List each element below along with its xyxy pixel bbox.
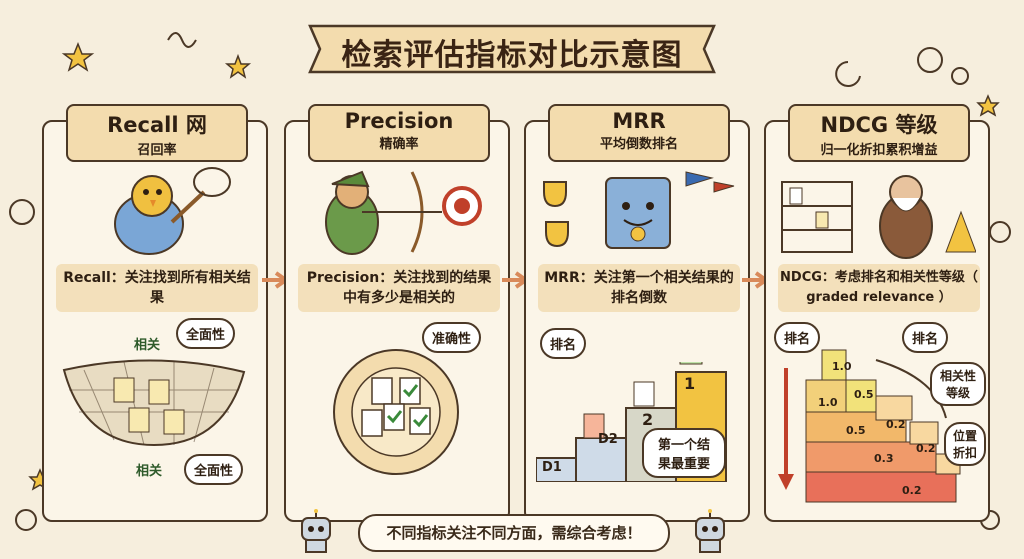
grade-value: 1.0 <box>832 360 852 373</box>
star-icon <box>61 41 95 72</box>
panel-title: Recall 网 <box>107 113 207 137</box>
star-icon <box>224 53 252 79</box>
gear-icon <box>951 67 969 85</box>
trophy-mascot-icon <box>543 171 735 249</box>
panel-description: NDCG：考虑排名和相关性等级（ graded relevance ） <box>778 264 980 312</box>
bird-with-net-icon <box>114 167 231 255</box>
precise-documents-circle-icon <box>333 349 459 475</box>
panel-title: Precision <box>344 109 454 133</box>
panel-title: NDCG 等级 <box>820 113 938 137</box>
panel-title-tag: Recall 网 召回率 <box>66 104 248 162</box>
panel-subtitle: 精确率 <box>379 137 419 152</box>
label-relevant: 相关 <box>136 464 163 479</box>
page-title: 检索评估指标对比示意图 <box>341 38 683 73</box>
panel-subtitle: 召回率 <box>137 143 177 158</box>
panel-title-tag: MRR 平均倒数排名 <box>548 104 730 162</box>
title-banner <box>308 24 716 74</box>
doc-d2-label: D2 <box>598 432 618 447</box>
bubble-comprehensive: 全面性 <box>176 318 236 349</box>
panel-description: Recall：关注找到所有相关结果 <box>56 264 258 312</box>
robot-icon <box>695 509 725 553</box>
grade-value: 0.2 <box>886 418 906 431</box>
bubble-accuracy: 准确性 <box>422 322 482 353</box>
gear-icon <box>15 509 37 531</box>
gear-icon <box>917 47 943 73</box>
moon-icon <box>835 61 861 87</box>
bubble-rank: 排名 <box>540 328 587 359</box>
bubble-position-discount: 位置折扣 <box>944 422 986 466</box>
grade-value: 1.0 <box>818 396 838 409</box>
squiggle-icon <box>167 32 197 48</box>
panel-recall: Recall 网 召回率 Recall：关注找到所有相关结果 全面性 相关 相关… <box>42 104 268 522</box>
panel-ndcg: NDCG 等级 归一化折扣累积增益 NDCG：考虑排名和相关性等级（ grade… <box>764 104 990 522</box>
doc-d1-label: D1 <box>542 460 562 475</box>
grade-value: 0.5 <box>846 424 866 437</box>
panel-title-tag: Precision 精确率 <box>308 104 490 162</box>
robot-icon <box>301 509 331 553</box>
grade-value: 0.5 <box>854 388 874 401</box>
star-icon <box>976 94 1000 117</box>
graded-relevance-steps-icon <box>778 349 961 503</box>
rank-1-label: 1 <box>684 374 696 393</box>
grade-value: 0.2 <box>916 442 936 455</box>
grade-value: 0.3 <box>874 452 894 465</box>
net-with-documents-icon <box>62 359 246 447</box>
panel-description: Precision：关注找到的结果中有多少是相关的 <box>298 264 500 312</box>
panel-mrr: MRR 平均倒数排名 MRR：关注第一个相关结果的排名倒数 排名 1 2 D2 … <box>524 104 750 522</box>
panel-description: MRR：关注第一个相关结果的排名倒数 <box>538 264 740 312</box>
bubble-rank: 排名 <box>774 322 821 353</box>
archer-and-target-icon <box>325 170 482 255</box>
panel-subtitle: 归一化折扣累积增益 <box>820 143 938 158</box>
panel-title: MRR <box>612 109 666 133</box>
bubble-relevance-grade: 相关性等级 <box>930 362 986 406</box>
panel-subtitle: 平均倒数排名 <box>599 137 678 152</box>
scholar-with-shelf-icon <box>781 175 976 259</box>
bubble-rank: 排名 <box>902 322 949 353</box>
panel-precision: Precision 精确率 Precision：关注找到的结果中有多少是相关的 … <box>284 104 510 522</box>
rank-2-label: 2 <box>642 410 654 429</box>
label-relevant: 相关 <box>134 338 161 353</box>
bubble-comprehensive: 全面性 <box>184 454 244 485</box>
bubble-first-result-matters: 第一个结果最重要 <box>642 428 726 478</box>
footer-message: 不同指标关注不同方面，需综合考虑！ <box>358 514 670 552</box>
gear-icon <box>9 199 35 225</box>
grade-value: 0.2 <box>902 484 922 497</box>
panel-title-tag: NDCG 等级 归一化折扣累积增益 <box>788 104 970 162</box>
gear-icon <box>989 221 1011 243</box>
